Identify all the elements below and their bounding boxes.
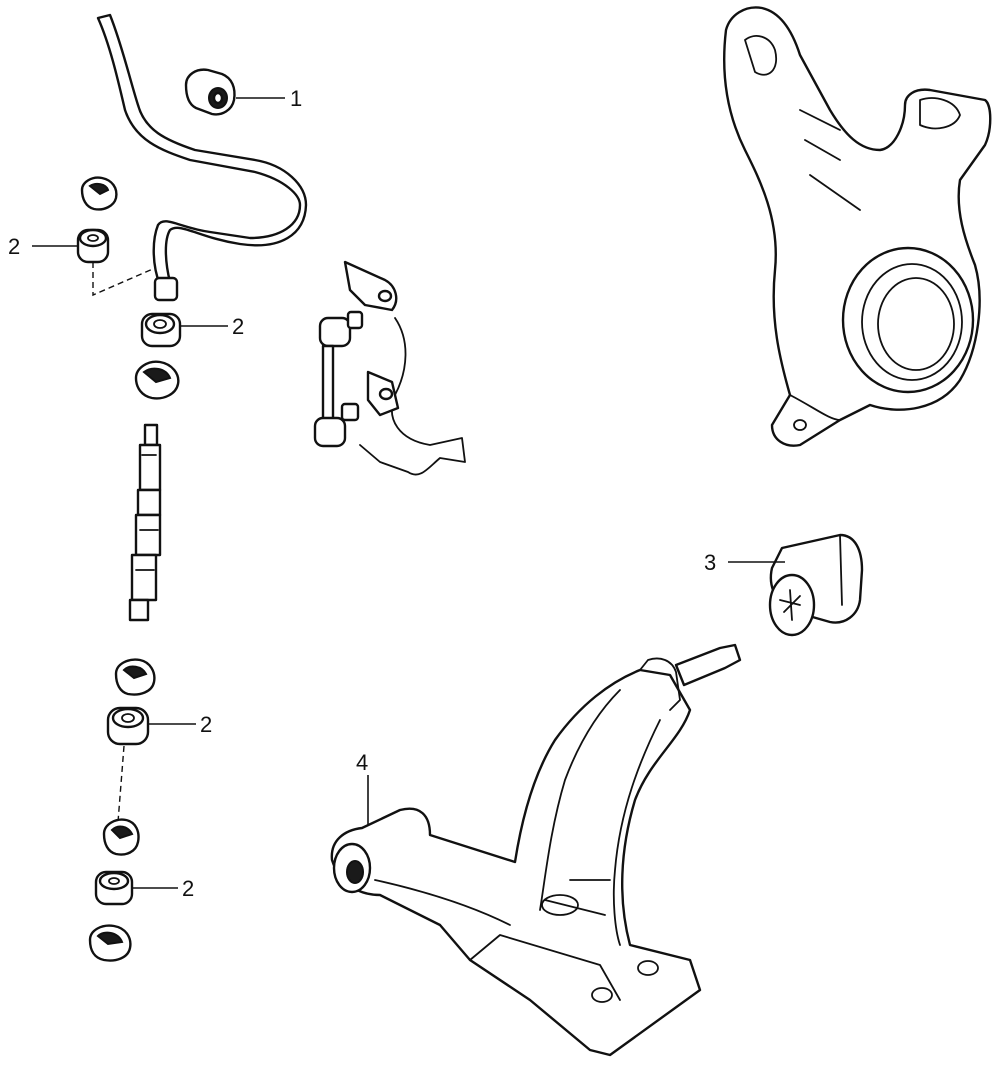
- callout-2c: 2: [200, 712, 212, 737]
- nut-lower-1: [114, 658, 156, 696]
- nut-middle: [134, 360, 180, 400]
- stabilizer-link: [313, 260, 466, 476]
- callout-2d: 2: [182, 876, 194, 901]
- dashed-guide-lower: [117, 745, 125, 823]
- lower-arm-bushing: [768, 533, 864, 637]
- callout-1: 1: [290, 86, 302, 111]
- callout-3: 3: [704, 550, 716, 575]
- bushing-2a: [76, 228, 110, 264]
- nut-bottom: [88, 924, 132, 962]
- bushing-2b: [140, 312, 182, 348]
- stabilizer-bar: [96, 13, 308, 302]
- dashed-guide-upper: [92, 262, 156, 297]
- steering-knuckle: [723, 6, 992, 447]
- nut-upper: [80, 176, 118, 211]
- bushing-2d: [94, 870, 134, 906]
- lower-control-arm: [330, 643, 742, 1057]
- stabilizer-bushing: [184, 68, 236, 116]
- callout-2a: 2: [8, 234, 20, 259]
- nut-lower-2: [102, 818, 140, 856]
- bushing-2c: [106, 706, 150, 746]
- callout-2b: 2: [232, 314, 244, 339]
- long-bolt: [128, 423, 162, 622]
- callout-4: 4: [356, 750, 368, 775]
